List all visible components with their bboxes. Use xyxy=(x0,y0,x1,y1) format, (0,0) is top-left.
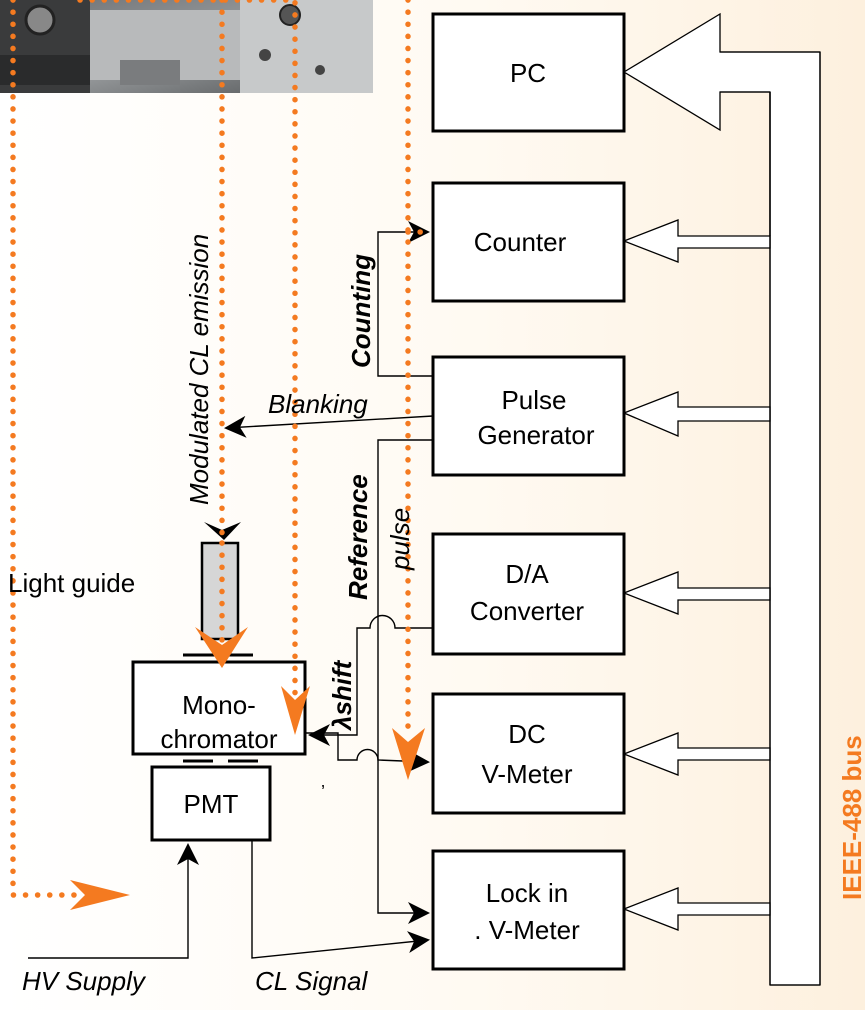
modulated-cl-label: Modulated CL emission xyxy=(184,234,214,505)
mono-dc-wire xyxy=(305,732,430,773)
pmt-label: PMT xyxy=(184,789,239,819)
orange-arrowhead xyxy=(195,627,248,668)
lambda-shift-label: λshift xyxy=(327,659,357,732)
cl-signal-label: CL Signal xyxy=(255,966,368,996)
dc-vmeter-block xyxy=(431,692,626,815)
da-label-1: D/A xyxy=(505,559,549,589)
cl-signal-wire xyxy=(251,840,430,959)
mono-label-2: chromator xyxy=(160,724,277,754)
reference-pulse-wire xyxy=(377,439,433,924)
lockin-label-1: Lock in xyxy=(486,878,568,908)
lambda-shift-wire xyxy=(308,614,433,746)
sem-instrument-photo xyxy=(0,0,373,93)
pc-block xyxy=(431,12,626,133)
da-converter-block xyxy=(431,532,626,656)
lockin-vmeter-block xyxy=(431,849,626,971)
blanking-wire xyxy=(224,415,434,438)
lockin-label-2: . V-Meter xyxy=(474,915,580,945)
pulse-generator-label-1: Pulse xyxy=(501,385,566,415)
ieee-488-bus-label: IEEE-488 bus xyxy=(837,735,865,900)
pc-label: PC xyxy=(510,58,546,88)
mono-label-1: Mono- xyxy=(182,690,256,720)
tick-mark: ’ xyxy=(321,782,325,802)
pulse-generator-block xyxy=(431,355,626,477)
dc-label-2: V-Meter xyxy=(481,759,572,789)
da-label-2: Converter xyxy=(470,596,584,626)
pulse-label: pulse xyxy=(385,508,415,571)
orange-arrowhead xyxy=(70,880,130,910)
orange-dotted-paths xyxy=(10,0,428,898)
pmt-block xyxy=(150,765,272,842)
monochromator-block xyxy=(131,660,307,756)
light-guide-label: Light guide xyxy=(8,568,135,598)
blanking-label: Blanking xyxy=(268,389,368,419)
hv-supply-wire xyxy=(28,843,199,959)
pulse-generator-label-2: Generator xyxy=(477,420,594,450)
dc-label-1: DC xyxy=(508,719,546,749)
counting-label: Counting xyxy=(346,254,376,368)
orange-arrowhead xyxy=(281,686,310,735)
counter-label: Counter xyxy=(474,227,567,257)
counter-block xyxy=(431,181,626,303)
reference-label: Reference xyxy=(343,474,373,600)
hv-supply-label: HV Supply xyxy=(22,966,147,996)
orange-arrowhead xyxy=(392,728,425,780)
